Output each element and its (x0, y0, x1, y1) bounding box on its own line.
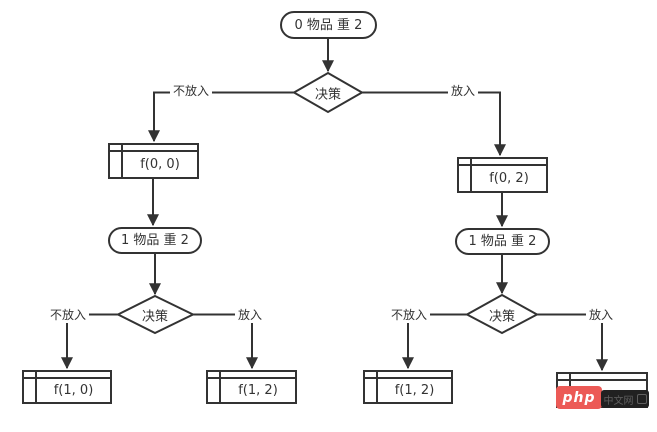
node-f00-label: f(0, 0) (140, 157, 180, 172)
node-item-left-label: 1 物品 重 2 (121, 233, 189, 248)
php-cn-watermark-text: 中文网 (603, 395, 634, 407)
decision-top-label: 决策 (314, 87, 342, 103)
decision-top-diamond (291, 71, 365, 114)
storage-top-rule (22, 377, 112, 379)
php-watermark-text: php (562, 389, 596, 406)
storage-left-rule (219, 370, 221, 404)
php-cn-logo-icon (636, 394, 647, 404)
decision-left-diamond (115, 294, 196, 335)
edge-decision-top-no (148, 91, 294, 143)
node-f02: f(0, 2) (457, 157, 548, 193)
node-root: 0 物品 重 2 (280, 11, 377, 39)
storage-left-rule (376, 370, 378, 404)
storage-top-rule (363, 377, 453, 379)
node-root-label: 0 物品 重 2 (294, 17, 363, 33)
php-cn-watermark-badge: 中文网 (601, 390, 649, 408)
storage-top-rule (206, 377, 297, 379)
node-f10: f(1, 0) (22, 370, 112, 404)
decision-right-label: 决策 (488, 309, 516, 325)
storage-top-rule (556, 379, 648, 381)
edge-label-right-yes: 放入 (585, 307, 617, 323)
storage-top-rule (457, 164, 548, 166)
decision-right-diamond (464, 293, 540, 335)
node-f12-left: f(1, 2) (206, 370, 297, 404)
edge-label-right-no: 不放入 (387, 307, 431, 323)
edge-label-left-no: 不放入 (46, 307, 90, 323)
php-watermark-badge: php (556, 386, 602, 409)
node-f12-left-label: f(1, 2) (238, 383, 278, 398)
node-f12-right: f(1, 2) (363, 370, 453, 404)
node-f02-label: f(0, 2) (489, 171, 529, 186)
storage-top-rule (108, 150, 199, 152)
node-f12-right-label: f(1, 2) (394, 383, 435, 398)
storage-left-rule (121, 143, 123, 179)
node-item-right: 1 物品 重 2 (455, 228, 550, 255)
edge-label-top-no: 不放入 (169, 83, 213, 99)
edge-decision-top-yes (362, 91, 506, 157)
edge-label-left-yes: 放入 (234, 307, 266, 323)
node-item-right-label: 1 物品 重 2 (468, 234, 537, 249)
edge-label-top-yes: 放入 (447, 83, 479, 99)
node-item-left: 1 物品 重 2 (108, 227, 202, 254)
storage-left-rule (35, 370, 37, 404)
node-f00: f(0, 0) (108, 143, 199, 179)
storage-left-rule (470, 157, 472, 193)
decision-left-label: 决策 (141, 309, 169, 325)
node-f10-label: f(1, 0) (53, 383, 94, 398)
